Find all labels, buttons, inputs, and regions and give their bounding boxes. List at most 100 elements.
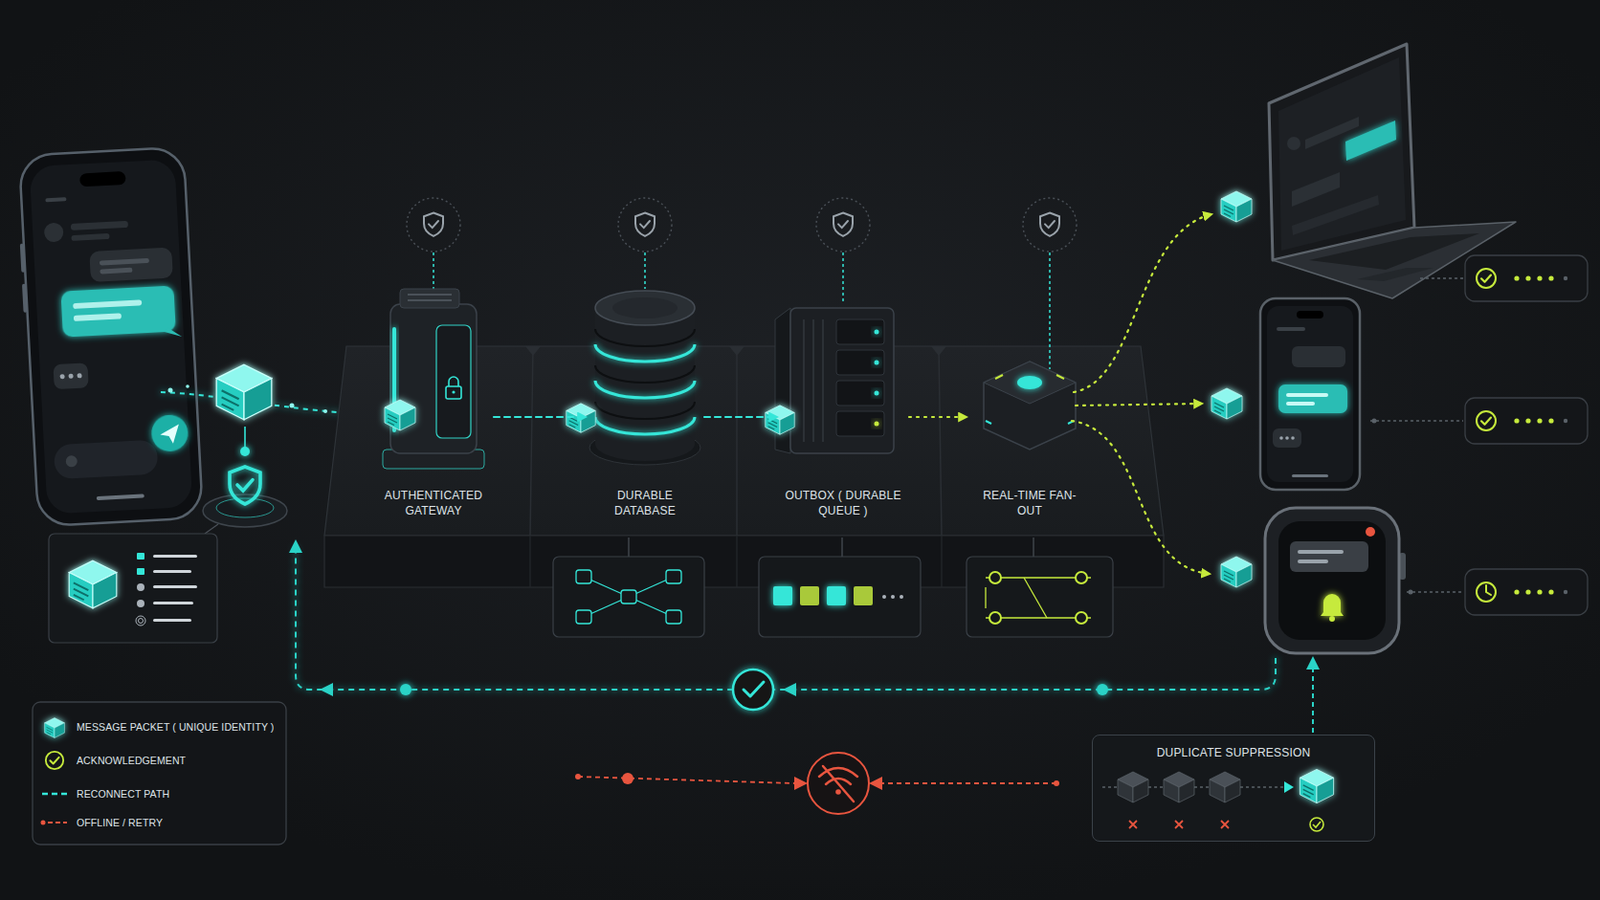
sender-phone-part <box>53 440 159 481</box>
queue-panel-part <box>826 586 846 606</box>
queue-panel-part <box>890 595 895 600</box>
delivery-status-part <box>1513 275 1519 281</box>
platform-part <box>530 346 534 536</box>
duplicate-filter-part <box>1117 772 1149 803</box>
legend-frame-part <box>45 752 64 770</box>
delivery-status-part <box>1563 419 1568 423</box>
receiving-phone-part <box>1279 436 1284 441</box>
delivery-status-part <box>1465 255 1588 302</box>
database-illustration <box>566 290 701 466</box>
fanout-illustration-part <box>983 361 1076 450</box>
platform-part <box>735 346 738 536</box>
legend-frame-part <box>41 821 46 826</box>
gateway-illustration-part <box>407 299 452 302</box>
sender-phone-part <box>96 493 145 501</box>
security-shields-part <box>1022 198 1077 252</box>
send-flow-part <box>202 494 288 528</box>
duplicate-filter-part <box>1310 818 1324 832</box>
security-shields-part <box>842 252 845 305</box>
packet-panel-part <box>153 585 198 589</box>
send-flow-part <box>185 384 190 389</box>
receiving-phone-part <box>1291 474 1329 478</box>
laptop-part <box>1291 195 1379 236</box>
gateway-illustration-part <box>445 386 462 400</box>
delivery-status <box>1370 255 1588 616</box>
delivery-status-part <box>1536 589 1542 595</box>
delivery-status-part <box>1525 589 1531 595</box>
gateway-illustration <box>382 288 485 469</box>
packet-panel-part <box>136 568 145 576</box>
send-flow-part <box>216 364 272 421</box>
sender-phone-part <box>59 374 65 379</box>
duplicate-filter <box>1091 734 1376 843</box>
replication-panel-part <box>576 610 592 624</box>
routing-panel-part <box>1075 572 1088 584</box>
security-shields-part <box>423 213 444 237</box>
delivery-status-part <box>1370 420 1464 422</box>
receiving-phone-part <box>1278 384 1348 414</box>
stage-label: DUPLICATE SUPPRESSION <box>1100 745 1367 761</box>
sender-phone-part <box>99 258 150 267</box>
routing-panel-part <box>1032 537 1034 557</box>
reconnect-path-part <box>1096 684 1109 696</box>
duplicate-filter-part <box>1129 821 1137 829</box>
receiving-phone-part <box>1266 306 1354 483</box>
watch-part <box>1265 508 1400 654</box>
delivery-status-part <box>1465 569 1588 616</box>
delivery-status-part <box>1476 582 1496 602</box>
database-stage: DURABLE DATABASE <box>587 287 703 525</box>
send-flow-part <box>240 446 250 457</box>
gateway-illustration-part <box>451 390 455 394</box>
legend-text: ACKNOWLEDGEMENT <box>76 754 186 768</box>
security-shields-part <box>816 198 870 252</box>
replication-panel-part <box>621 590 637 604</box>
fanout-routes-part <box>1075 403 1202 406</box>
gateway-illustration-part <box>400 288 460 309</box>
fanout-illustration-part <box>1017 376 1043 390</box>
fanout-illustration-part <box>1056 375 1065 379</box>
watch-part <box>1329 616 1335 623</box>
sender-phone-part <box>60 286 176 338</box>
packet-panel-part <box>48 533 218 644</box>
sender-phone-part <box>70 221 129 231</box>
sender-phone-part <box>159 423 180 445</box>
outbox-illustration-part <box>874 391 880 397</box>
replication-panel-part <box>666 570 682 584</box>
packet-panel-part <box>68 560 117 609</box>
fanout-routes-part <box>1221 191 1252 223</box>
sender-phone-part <box>70 233 110 242</box>
routing-panel-part <box>989 572 1001 584</box>
flow-connector <box>704 416 778 419</box>
duplicate-filter-part <box>1163 772 1195 803</box>
queue-panel-part <box>758 556 921 638</box>
stage-label: REAL-TIME FAN-OUT <box>972 488 1088 519</box>
packet-panel-part <box>153 570 192 574</box>
send-flow-part <box>244 426 246 448</box>
fanout-illustration <box>983 361 1076 450</box>
reconnect-path-part <box>1311 669 1314 734</box>
delivery-status-part <box>1408 590 1414 596</box>
send-flow-part <box>168 388 174 394</box>
flow-connector <box>909 416 967 419</box>
platform-part <box>938 346 942 536</box>
sender-phone <box>15 147 203 528</box>
routing-panel <box>966 537 1113 638</box>
sender-phone-part <box>19 147 203 527</box>
offline-retry-part <box>807 753 869 815</box>
outbox-illustration-part <box>802 319 805 443</box>
send-flow-part <box>216 498 274 518</box>
reconnect-path <box>288 539 1320 734</box>
sender-phone-part <box>44 197 67 202</box>
duplicate-filter-part <box>1175 821 1183 829</box>
sender-phone-part <box>73 312 122 322</box>
reconnect-path-part <box>1306 656 1320 670</box>
fanout-illustration-part <box>985 421 992 424</box>
fanout-routes-part <box>1073 214 1212 393</box>
database-illustration-part <box>566 403 596 433</box>
delivery-status-part <box>1548 418 1554 423</box>
security-shields-part <box>644 252 646 289</box>
delivery-status-part <box>1525 418 1531 423</box>
send-flow-part <box>323 409 328 414</box>
queue-panel-part <box>773 586 793 606</box>
